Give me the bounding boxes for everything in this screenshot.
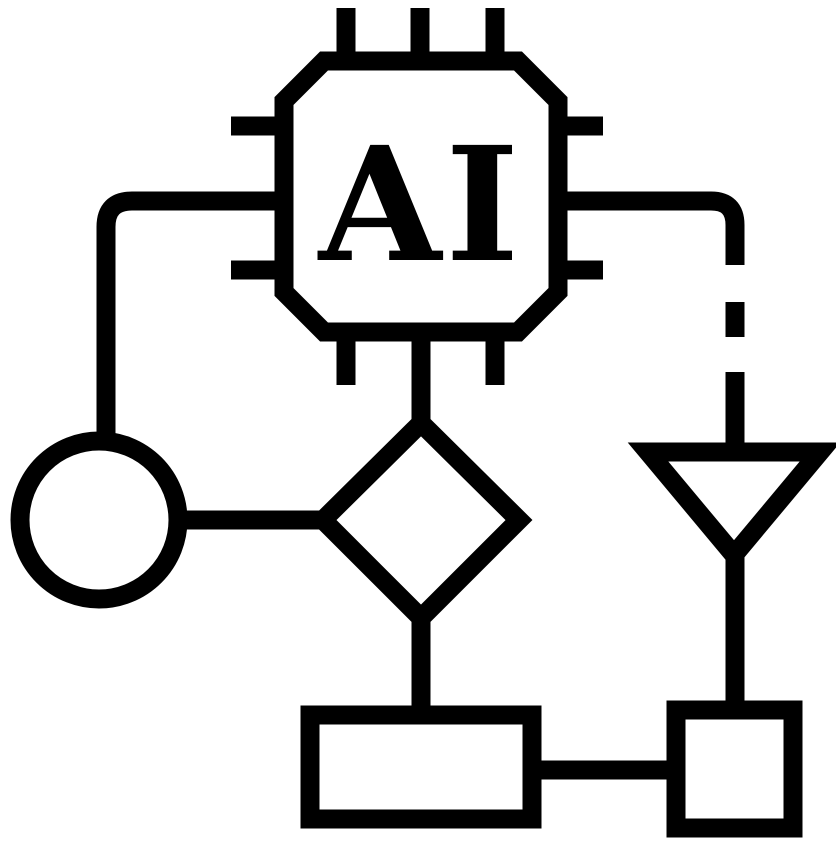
start-circle	[10, 431, 188, 609]
process-rectangle	[300, 705, 542, 829]
chip-label: AI	[317, 113, 524, 298]
ai-chip	[274, 51, 568, 342]
end-square	[666, 700, 803, 838]
merge-triangle	[627, 442, 836, 570]
decision-diamond	[309, 409, 533, 632]
chip-to-triangle-top-connector	[558, 191, 745, 265]
chip-to-circle-connector	[96, 191, 284, 437]
